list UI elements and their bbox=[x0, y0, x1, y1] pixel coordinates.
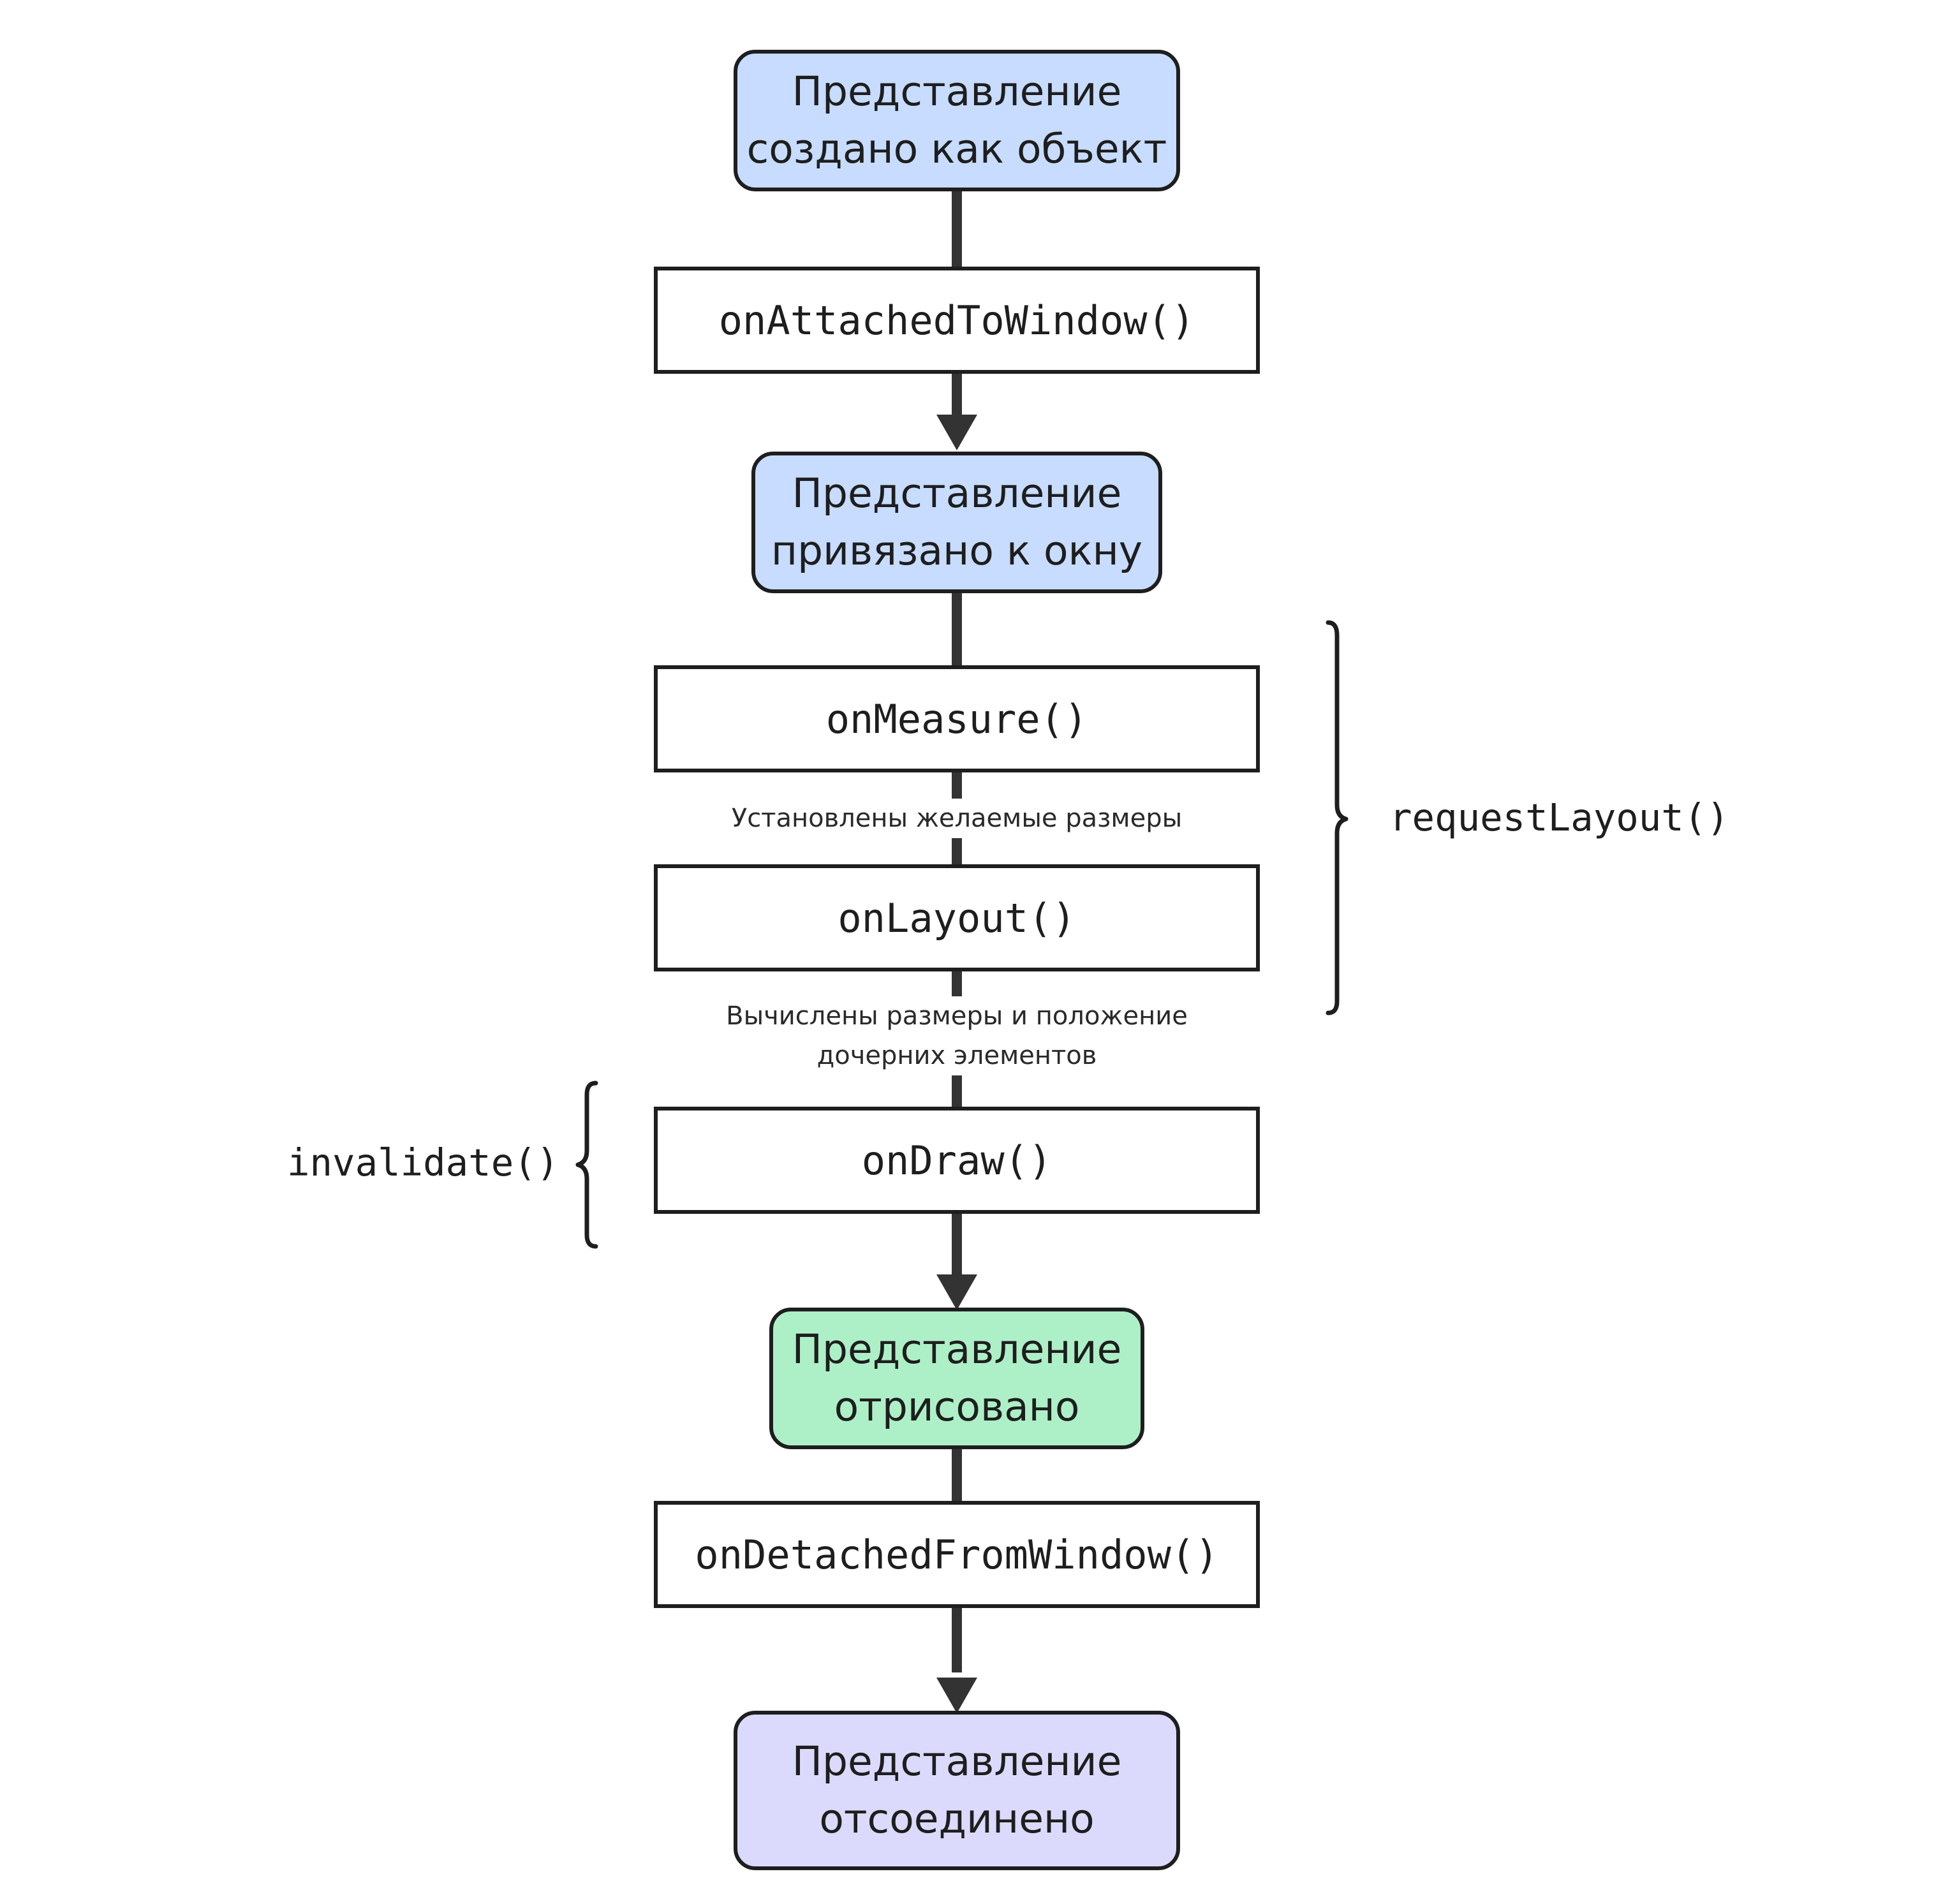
method-on-layout: onLayout() bbox=[654, 864, 1260, 971]
request-layout-brace bbox=[1326, 620, 1349, 1015]
method-on-attached-to-window: onAttachedToWindow() bbox=[654, 267, 1260, 374]
arrowhead-attached bbox=[936, 415, 977, 450]
method-label: onMeasure() bbox=[825, 695, 1088, 742]
state-attached: Представление привязано к окну bbox=[751, 452, 1162, 593]
state-detached: Представление отсоединено bbox=[734, 1711, 1180, 1870]
state-created-line2: создано как объект bbox=[746, 126, 1167, 172]
state-attached-line1: Представление bbox=[792, 470, 1122, 517]
invalidate-brace bbox=[575, 1081, 598, 1249]
note-line: Установлены желаемые размеры bbox=[731, 804, 1183, 833]
state-drawn-line1: Представление bbox=[792, 1326, 1122, 1373]
state-created: Представление создано как объект bbox=[734, 50, 1180, 191]
invalidate-label: invalidate() bbox=[287, 1140, 559, 1184]
state-detached-line2: отсоединено bbox=[819, 1796, 1095, 1842]
method-on-detached-from-window: onDetachedFromWindow() bbox=[654, 1501, 1260, 1608]
state-drawn: Представление отрисовано bbox=[769, 1308, 1144, 1449]
state-detached-line1: Представление bbox=[792, 1738, 1122, 1785]
method-label: onDetachedFromWindow() bbox=[695, 1531, 1219, 1578]
method-label: onLayout() bbox=[838, 894, 1076, 941]
arrowhead-drawn bbox=[936, 1274, 977, 1310]
layout-result-note: Вычислены размеры и положение дочерних э… bbox=[689, 996, 1225, 1075]
method-label: onDraw() bbox=[861, 1137, 1053, 1184]
method-label: onAttachedToWindow() bbox=[718, 297, 1195, 344]
arrowhead-detached bbox=[936, 1678, 977, 1713]
state-drawn-line2: отрисовано bbox=[834, 1384, 1080, 1430]
measure-result-note: Установлены желаемые размеры bbox=[702, 799, 1212, 838]
request-layout-label: requestLayout() bbox=[1389, 795, 1729, 839]
method-on-draw: onDraw() bbox=[654, 1107, 1260, 1214]
note-line-2: дочерних элементов bbox=[817, 1041, 1097, 1070]
state-created-line1: Представление bbox=[792, 68, 1122, 115]
state-attached-line2: привязано к окну bbox=[771, 528, 1143, 574]
note-line-1: Вычислены размеры и положение bbox=[726, 1001, 1188, 1031]
method-on-measure: onMeasure() bbox=[654, 665, 1260, 772]
